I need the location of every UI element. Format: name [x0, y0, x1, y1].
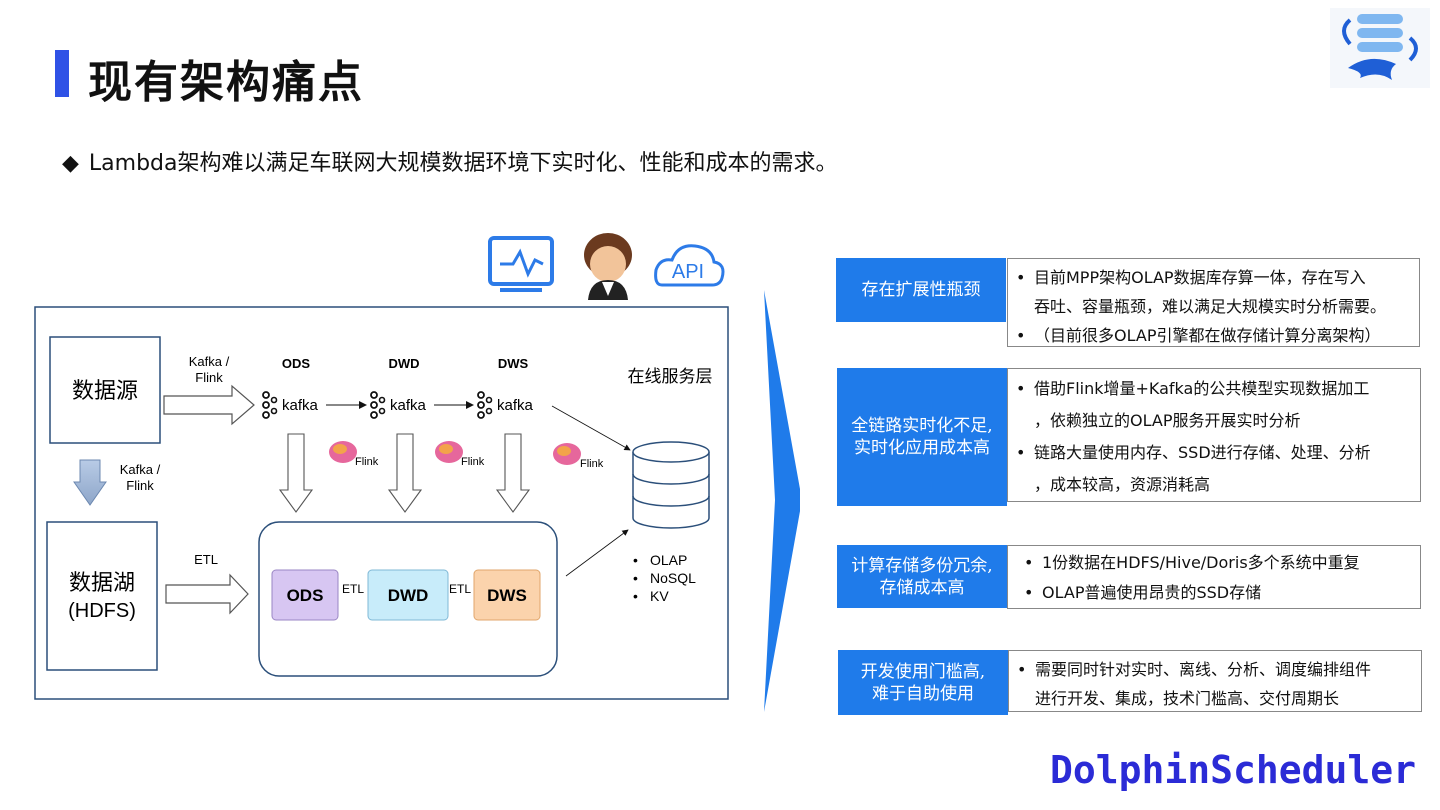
pain-label-4-line1: 开发使用门槛高,: [860, 661, 986, 682]
etl-label-2: ETL: [449, 582, 471, 596]
db-bullet-1: •: [633, 552, 638, 568]
pain-label-2-line2: 实时化应用成本高: [854, 438, 990, 458]
db-bullet-2: •: [633, 570, 638, 586]
kafka-text-1: kafka: [282, 397, 319, 414]
pain-label-4: 开发使用门槛高, 难于自助使用: [838, 650, 1008, 715]
flink-logo-icon: Flink: [553, 443, 604, 470]
pain-desc-2: 借助Flink增量+Kafka的公共模型实现数据加工 ，依赖独立的OLAP服务开…: [1007, 368, 1421, 502]
db-type-nosql: NoSQL: [650, 570, 696, 586]
pain-4-item-2: 进行开发、集成，技术门槛高、交付周期长: [1035, 689, 1340, 708]
dws-label: DWS: [487, 586, 527, 605]
pain-label-1: 存在扩展性瓶颈: [836, 258, 1006, 322]
kafka-logo-icon: kafka: [370, 391, 427, 419]
pain-label-2: 全链路实时化不足, 实时化应用成本高: [837, 368, 1007, 506]
pain-2-item-2: ，依赖独立的OLAP服务开展实时分析: [1034, 411, 1301, 430]
flow-arrow: [551, 405, 631, 451]
flow-arrow: [565, 529, 629, 577]
data-source-label: 数据源: [72, 378, 138, 403]
layer-heading-dws: DWS: [498, 356, 529, 371]
dws-box: [473, 569, 541, 621]
kafka-text-3: kafka: [497, 397, 534, 414]
big-chevron-icon: [764, 290, 800, 712]
pain-1-item-3: （目前很多OLAP引擎都在做存储计算分离架构）: [1016, 321, 1413, 350]
flink-logo-icon: Flink: [435, 441, 485, 468]
pain-3-item-1: 1份数据在HDFS/Hive/Doris多个系统中重复: [1024, 548, 1414, 578]
down-arrow-icon: [73, 459, 107, 506]
flink-logo-icon: Flink: [329, 441, 379, 468]
pain-2-item-1: 借助Flink增量+Kafka的公共模型实现数据加工: [1016, 373, 1414, 405]
monitor-icon: [488, 236, 554, 292]
kafka-logo-icon: kafka: [477, 391, 534, 419]
ods-box: [271, 569, 339, 621]
down-hollow-arrow-icon: [278, 433, 314, 513]
data-source-box: [49, 336, 161, 444]
arrow-down-label-1: Kafka /: [120, 462, 161, 477]
pain-label-2-line1: 全链路实时化不足,: [851, 416, 993, 436]
page-title: 现有架构痛点: [88, 57, 364, 108]
pain-label-3: 计算存储多份冗余, 存储成本高: [837, 545, 1007, 608]
layer-heading-ods: ODS: [282, 356, 311, 371]
database-icon: [632, 441, 710, 529]
pain-label-3-line2: 存储成本高: [879, 577, 965, 598]
pain-desc-1: 目前MPP架构OLAP数据库存算一体，存在写入 吞吐、容量瓶颈，难以满足大规模实…: [1007, 258, 1420, 350]
diamond-bullet-icon: ◆: [62, 151, 79, 176]
pain-2-item-4: ，成本较高，资源消耗高: [1034, 475, 1211, 494]
pain-label-4-line2: 难于自助使用: [872, 683, 974, 704]
data-lake-sublabel: (HDFS): [68, 600, 136, 622]
etl-arrow-icon: [165, 573, 249, 615]
pain-1-item-1: 目前MPP架构OLAP数据库存算一体，存在写入: [1016, 263, 1413, 292]
pain-4-item-1: 需要同时针对实时、离线、分析、调度编排组件: [1017, 655, 1415, 684]
db-type-kv: KV: [650, 588, 669, 604]
dwd-box: [367, 569, 449, 621]
pain-desc-4: 需要同时针对实时、离线、分析、调度编排组件 进行开发、集成，技术门槛高、交付周期…: [1008, 650, 1422, 712]
architecture-diagram: API 数据源 数据湖 (HDFS) Kafka / Flink Kafka /…: [34, 233, 800, 712]
pain-label-3-line1: 计算存储多份冗余,: [851, 555, 993, 576]
pain-3-item-2: OLAP普遍使用昂贵的SSD存储: [1024, 578, 1414, 608]
flink-text-3: Flink: [580, 458, 604, 470]
user-avatar-icon: [584, 233, 632, 300]
down-hollow-arrow-icon: [495, 433, 531, 513]
layer-heading-dwd: DWD: [388, 356, 419, 371]
title-accent-bar: [55, 50, 69, 97]
kafka-logo-icon: kafka: [262, 391, 319, 419]
arrow-top-label-1: Kafka /: [189, 354, 230, 369]
pain-2-item-3: 链路大量使用内存、SSD进行存储、处理、分析: [1016, 437, 1414, 469]
db-bullet-3: •: [633, 588, 638, 604]
brand-wordmark: DolphinScheduler: [1050, 748, 1417, 792]
db-type-olap: OLAP: [650, 552, 687, 568]
arrow-top-label-2: Flink: [195, 370, 223, 385]
summary-text: Lambda架构难以满足车联网大规模数据环境下实时化、性能和成本的需求。: [88, 151, 838, 176]
kafka-text-2: kafka: [390, 397, 427, 414]
online-layer-label: 在线服务层: [628, 367, 713, 386]
flink-text-2: Flink: [461, 456, 485, 468]
pain-label-1-line1: 存在扩展性瓶颈: [861, 280, 981, 300]
pain-1-item-2: 吞吐、容量瓶颈，难以满足大规模实时分析需要。: [1034, 297, 1387, 316]
down-hollow-arrow-icon: [387, 433, 423, 513]
arrow-down-label-2: Flink: [126, 478, 154, 493]
data-lake-box: [46, 521, 158, 671]
flink-text-1: Flink: [355, 456, 379, 468]
summary-bullet: ◆ Lambda架构难以满足车联网大规模数据环境下实时化、性能和成本的需求。: [62, 145, 838, 177]
api-label: API: [672, 261, 704, 283]
api-cloud-icon: API: [654, 244, 725, 287]
dwd-label: DWD: [388, 586, 429, 605]
kafka-flink-arrow-icon: [163, 384, 255, 426]
data-lake-label: 数据湖: [69, 570, 135, 595]
ods-label: ODS: [287, 586, 324, 605]
etl-arrow-label: ETL: [194, 552, 218, 567]
etl-label-1: ETL: [342, 582, 364, 596]
dolphinscheduler-logo-icon: [1330, 8, 1430, 88]
pain-desc-3: 1份数据在HDFS/Hive/Doris多个系统中重复 OLAP普遍使用昂贵的S…: [1007, 545, 1421, 609]
